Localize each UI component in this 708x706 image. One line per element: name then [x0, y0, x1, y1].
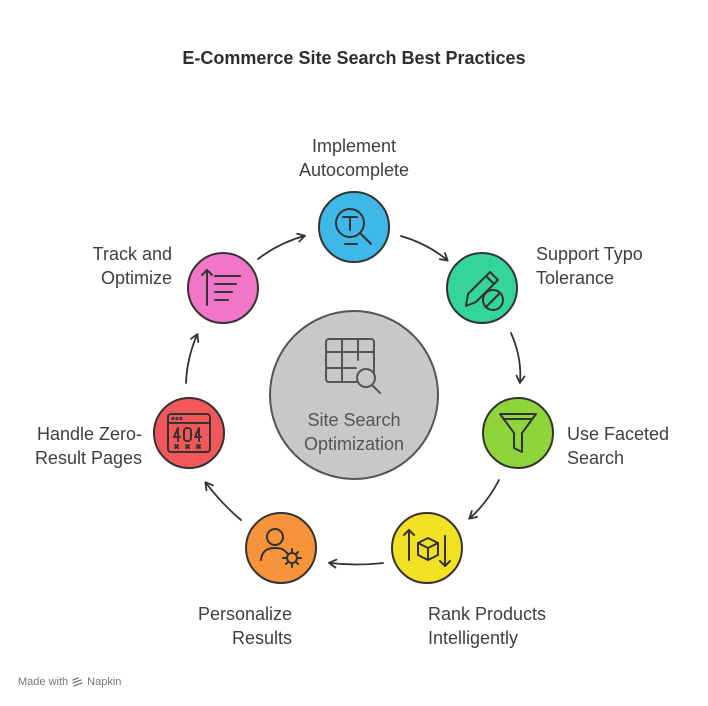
arrow-5: [204, 481, 242, 521]
user-gear-icon: [260, 528, 302, 568]
center-label: Site Search Optimization: [270, 408, 438, 456]
step-node-3: [482, 397, 554, 469]
step-label-5: Personalize Results: [197, 604, 292, 648]
arrow-1: [400, 235, 449, 262]
center-label-line1: Site Search: [307, 410, 401, 430]
step-circle-7: [187, 252, 259, 324]
search-text-icon: [335, 208, 372, 245]
step-circle-6: [153, 397, 225, 469]
funnel-icon: [499, 413, 537, 453]
step-node-2: [446, 252, 518, 324]
step-circle-2: [446, 252, 518, 324]
browser-404-icon: [167, 413, 211, 453]
diagram-title: E-Commerce Site Search Best Practices: [182, 48, 526, 68]
pencil-cancel-icon: [465, 271, 504, 311]
table-search-icon: [325, 338, 381, 394]
step-circle-1: [318, 191, 390, 263]
step-circle-3: [482, 397, 554, 469]
arrow-3: [468, 479, 500, 520]
step-node-1: [318, 191, 390, 263]
step-label-6: Handle Zero- Result Pages: [34, 424, 142, 468]
footer-brand: Napkin: [87, 676, 122, 688]
step-label-4: Rank Products Intelligently: [428, 604, 547, 648]
arrow-2: [510, 332, 526, 384]
center-node: [269, 310, 439, 480]
step-label-3: Use Faceted Search: [567, 424, 670, 468]
napkin-logo-icon: [72, 676, 83, 687]
step-node-6: [153, 397, 225, 469]
sort-list-icon: [201, 269, 241, 306]
center-label-line2: Optimization: [303, 434, 405, 454]
step-node-5: [245, 512, 317, 584]
footer-made-with: Made with: [18, 676, 69, 688]
step-node-7: [187, 252, 259, 324]
step-node-4: [391, 512, 463, 584]
step-label-1: Implement Autocomplete: [298, 136, 410, 180]
arrow-7: [257, 232, 306, 260]
sort-boxes-icon: [403, 529, 451, 567]
step-label-2: Support Typo Tolerance: [536, 244, 643, 288]
cycle-arrows: [185, 232, 526, 569]
arrow-6: [185, 333, 200, 384]
arrow-4: [328, 558, 384, 569]
footer: Made with Napkin: [18, 676, 121, 688]
step-label-7: Track and Optimize: [92, 244, 172, 288]
